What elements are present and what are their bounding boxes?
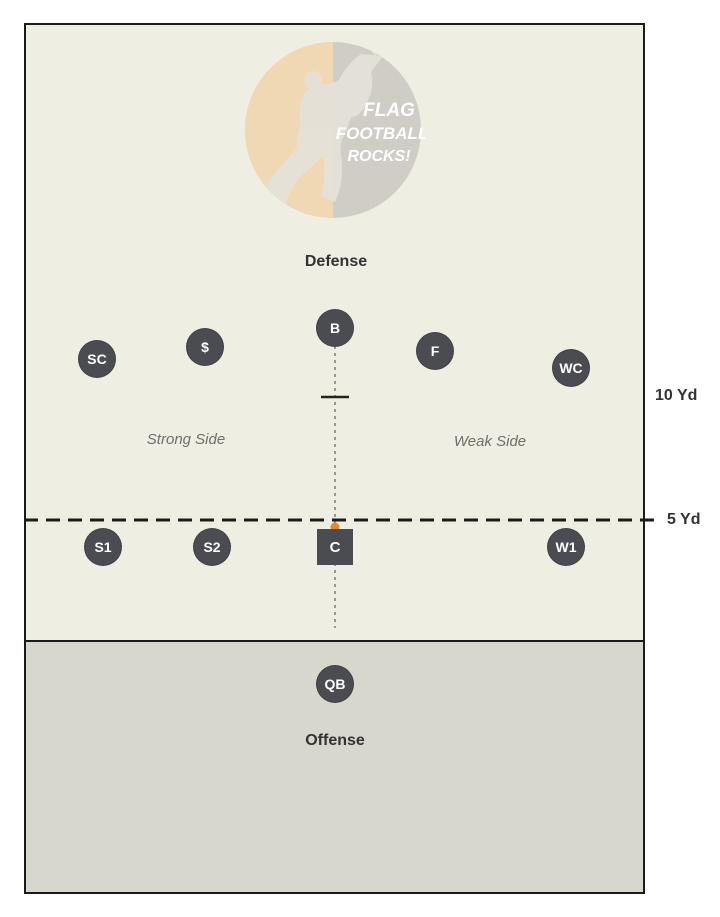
player-c[interactable]: C xyxy=(317,529,353,565)
weak-side-label: Weak Side xyxy=(453,433,527,450)
player-f[interactable]: F xyxy=(417,333,453,369)
logo-line3: ROCKS! xyxy=(347,148,411,165)
defense-label: Defense xyxy=(304,253,368,270)
flag-football-rocks-logo: FLAG FOOTBALL ROCKS! xyxy=(245,42,425,218)
player-wc[interactable]: WC xyxy=(553,350,589,386)
five-yard-label: 5 Yd xyxy=(667,511,701,528)
logo-line1: FLAG xyxy=(363,100,415,121)
player-sc[interactable]: SC xyxy=(79,341,115,377)
player-qb[interactable]: QB xyxy=(317,666,353,702)
player-w1[interactable]: W1 xyxy=(548,529,584,565)
offense-label: Offense xyxy=(305,732,365,749)
player-dollar[interactable]: $ xyxy=(187,329,223,365)
logo-line2: FOOTBALL xyxy=(336,124,425,143)
player-b[interactable]: B xyxy=(317,310,353,346)
ten-yard-label: 10 Yd xyxy=(655,387,698,404)
player-s2[interactable]: S2 xyxy=(194,529,230,565)
player-s1[interactable]: S1 xyxy=(85,529,121,565)
strong-side-label: Strong Side xyxy=(146,431,226,448)
